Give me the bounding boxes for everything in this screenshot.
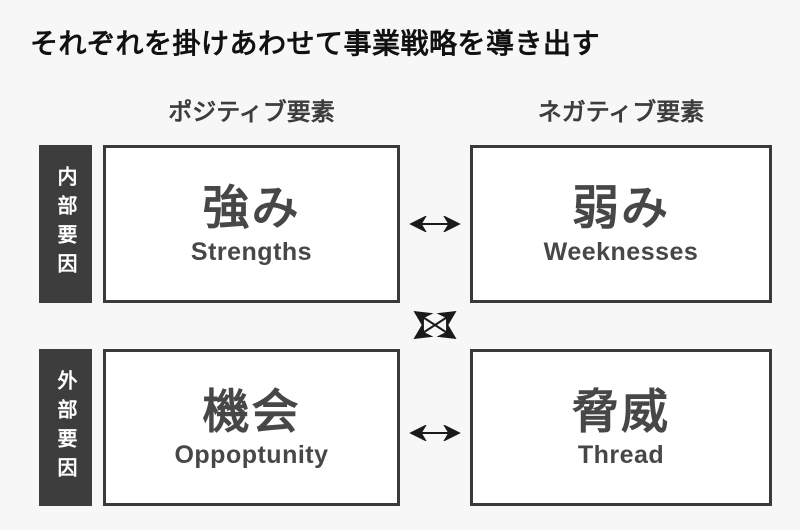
opportunity-jp-label: 機会 — [202, 384, 301, 438]
weaknesses-jp-label: 弱み — [572, 181, 670, 235]
row-label-internal: 内部要因 — [39, 145, 92, 303]
horizontal-double-arrow-icon — [409, 425, 461, 441]
threat-en-label: Thread — [577, 441, 665, 470]
swot-box-weaknesses: 弱み Weeknesses — [470, 145, 772, 303]
swot-box-strengths: 強み Strengths — [103, 145, 400, 303]
opportunity-en-label: Oppoptunity — [174, 441, 329, 470]
horizontal-double-arrow-icon — [409, 216, 461, 232]
cross-double-arrows-icon — [413, 311, 457, 339]
column-header-negative: ネガティブ要素 — [537, 99, 705, 126]
weaknesses-en-label: Weeknesses — [543, 237, 699, 266]
row-label-external: 外部要因 — [39, 349, 92, 506]
strengths-jp-label: 強み — [202, 181, 301, 235]
page-title: それぞれを掛けあわせて事業戦略を導き出す — [30, 28, 601, 59]
swot-box-opportunity: 機会 Oppoptunity — [103, 349, 400, 506]
threat-jp-label: 脅威 — [572, 384, 670, 438]
strengths-en-label: Strengths — [190, 237, 313, 266]
swot-box-threat: 脅威 Thread — [470, 349, 772, 506]
column-header-positive: ポジティブ要素 — [168, 99, 335, 126]
